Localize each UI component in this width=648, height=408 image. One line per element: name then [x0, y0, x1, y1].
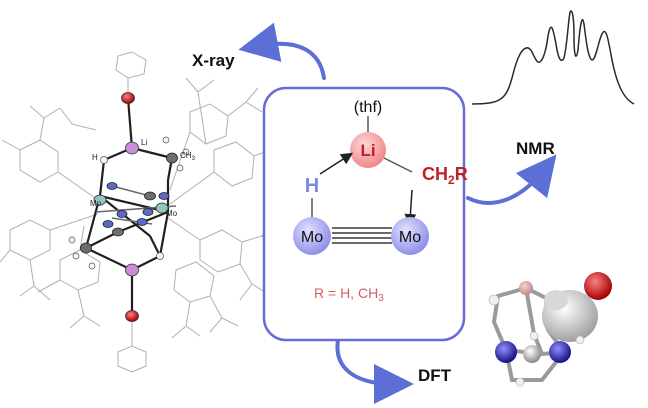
o-atom-top — [121, 92, 135, 104]
orbital-lobe-cap — [544, 290, 568, 310]
mo-atom-left — [93, 194, 107, 206]
li-label: Li — [360, 141, 375, 160]
ch2r-tail: R — [455, 164, 468, 184]
c-atom — [80, 242, 92, 254]
li-sphere — [350, 132, 386, 168]
ch2r-main: CH — [422, 164, 448, 184]
central-scheme: (thf) Li H CH2R Mo Mo R = H, CH3 — [293, 99, 468, 304]
dft-orbital-model — [488, 272, 612, 387]
nmr-label: NMR — [516, 139, 555, 158]
n-atom — [142, 208, 154, 216]
crystal-structure: Li H CH3 Mo Mo — [0, 51, 283, 373]
c-atom — [166, 152, 178, 164]
crystal-h-label: H — [92, 153, 98, 162]
crystal-ch3-label: CH3 — [180, 151, 196, 162]
arrow-to-xray — [238, 22, 326, 80]
h-atom — [488, 294, 500, 306]
mo-sphere-left — [293, 217, 331, 255]
r-definition-main: R = H, CH — [314, 285, 378, 301]
pink-atom — [519, 281, 533, 295]
r-definition-sub: 3 — [378, 293, 384, 304]
h-atom — [515, 377, 525, 387]
c-atom — [144, 191, 156, 201]
ch2r-sub: 2 — [448, 173, 455, 187]
mo-right-label: Mo — [399, 229, 421, 246]
r-definition: R = H, CH3 — [314, 285, 384, 304]
h-atom — [529, 331, 539, 341]
n-atom — [136, 218, 148, 226]
ligand-wireframe — [0, 51, 283, 373]
crystal-mo-right-label: Mo — [166, 209, 178, 218]
li-atom-top — [125, 141, 139, 155]
grey-atom — [523, 345, 541, 363]
blue-atom — [549, 341, 571, 363]
scheme-frame — [262, 86, 466, 342]
n-atom — [102, 220, 114, 228]
hydrogen-atoms — [68, 136, 190, 270]
mo-left-label: Mo — [301, 229, 323, 246]
curved-arrows — [238, 22, 557, 404]
thf-label: (thf) — [354, 99, 382, 116]
h-atom — [575, 335, 585, 345]
mo-mo-bond — [332, 227, 392, 244]
crystal-mo-left-label: Mo — [90, 199, 102, 208]
crystal-li-label: Li — [141, 138, 147, 147]
nmr-spectrum — [471, 10, 635, 105]
li-atom-bottom — [125, 263, 139, 277]
xray-label: X-ray — [192, 51, 235, 70]
n-atom — [116, 210, 128, 218]
mo-atom-right — [155, 202, 169, 214]
mo-sphere-right — [391, 217, 429, 255]
ch2r-label: CH2R — [422, 164, 468, 187]
c-atom — [112, 227, 124, 237]
blue-atom — [495, 341, 517, 363]
n-atom — [106, 182, 118, 190]
o-atom-bottom — [125, 310, 139, 322]
h-label: H — [305, 175, 319, 197]
dft-label: DFT — [418, 366, 452, 385]
crystal-ch3-sub: 3 — [192, 156, 196, 162]
orbital-lobe-small — [584, 272, 612, 300]
crystal-ch3-main: CH — [180, 151, 192, 160]
arrow-to-nmr — [466, 154, 557, 205]
arrow-to-dft — [335, 338, 414, 404]
n-atom — [158, 192, 170, 200]
